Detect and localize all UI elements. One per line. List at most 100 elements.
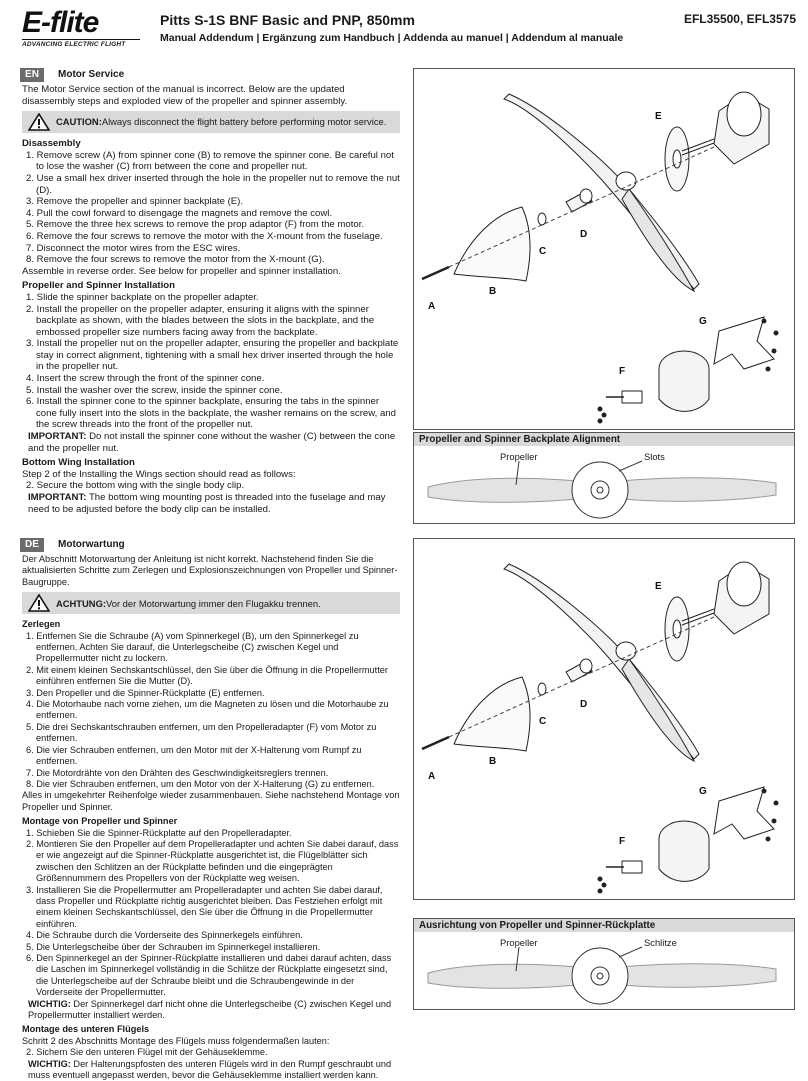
washer	[537, 682, 547, 696]
disassembly-list-de: 1. Entfernen Sie die Schraube (A) vom Sp…	[22, 631, 400, 791]
part-label-a: A	[428, 771, 435, 782]
x-mount	[713, 786, 775, 840]
list-item: 1. Schieben Sie die Spinner-Rückplatte a…	[26, 827, 292, 838]
alignment-box-en: Propeller and Spinner Backplate Alignmen…	[413, 432, 795, 524]
list-item: 1. Entfernen Sie die Schraube (A) vom Sp…	[26, 630, 359, 664]
propeller-blade	[621, 188, 696, 293]
list-item: 3. Installieren Sie die Propellermutter …	[26, 884, 383, 929]
exploded-view-diagram-en: A B C D E F G	[413, 68, 795, 430]
prop-steps-en: 1. Slide the spinner backplate on the pr…	[22, 292, 400, 431]
list-item: 5. Install the washer over the screw, in…	[26, 384, 283, 396]
eflite-logo: E-flite ADVANCING ELECTRIC FLIGHT	[22, 8, 162, 52]
warning-icon	[28, 113, 50, 131]
list-item: 4. Pull the cowl forward to disengage th…	[26, 207, 333, 219]
spinner-cone	[453, 676, 531, 752]
list-item: 8. Die vier Schrauben entfernen, um den …	[26, 778, 375, 789]
label-propeller-de: Propeller	[500, 937, 538, 948]
lang-badge-de: DE	[20, 538, 44, 552]
disassembly-heading-en: Disassembly	[22, 138, 81, 150]
list-item: 5. Die Unterlegscheibe über der Schraube…	[26, 941, 321, 952]
caution-text-de: Vor der Motorwartung immer den Flugakku …	[106, 597, 321, 609]
important-note-de: WICHTIG: Der Spinnerkegel darf nicht ohn…	[22, 999, 400, 1022]
list-item: 7. Die Motordrähte von den Drähten des G…	[26, 767, 329, 778]
part-label-a: A	[428, 301, 435, 312]
list-item: 4. Die Motorhaube nach vorne ziehen, um …	[26, 699, 389, 721]
important-label: WICHTIG:	[28, 1058, 71, 1069]
alignment-diagram-de	[427, 946, 777, 1005]
alignment-diagram-en	[427, 460, 777, 519]
important-note-2-de: WICHTIG: Der Halterungspfosten des unter…	[22, 1059, 400, 1081]
important-text: Der Halterungspfosten des unteren Flügel…	[28, 1058, 392, 1081]
wing-heading-en: Bottom Wing Installation	[22, 457, 135, 469]
list-item: 6. Den Spinnerkegel an der Spinner-Rückp…	[26, 953, 392, 998]
important-label: WICHTIG:	[28, 998, 71, 1009]
prop-adaptor	[621, 860, 643, 874]
reassemble-en: Assemble in reverse order. See below for…	[22, 265, 341, 277]
part-label-b: B	[489, 756, 496, 767]
list-item: 3. Install the propeller nut on the prop…	[26, 338, 399, 373]
part-label-e: E	[655, 111, 662, 122]
logo-tagline: ADVANCING ELECTRIC FLIGHT	[22, 39, 140, 48]
warning-icon	[28, 594, 50, 613]
disassembly-list-en: 1. Remove screw (A) from spinner cone (B…	[22, 150, 400, 266]
important-note-en: IMPORTANT: Do not install the spinner co…	[22, 431, 400, 454]
important-label: IMPORTANT:	[28, 492, 87, 503]
lang-badge-en: EN	[20, 68, 44, 82]
part-label-e: E	[655, 581, 662, 592]
label-slots-de: Schlitze	[644, 937, 677, 948]
en-section: EN Motor Service The Motor Service secti…	[20, 68, 400, 515]
list-item: 4. Die Schraube durch die Vorderseite de…	[26, 930, 303, 941]
wing-step-de: 2. Sichern Sie den unteren Flügel mit de…	[26, 1047, 268, 1058]
wing-intro-en: Step 2 of the Installing the Wings secti…	[22, 468, 296, 480]
list-item: 4. Insert the screw through the front of…	[26, 373, 265, 385]
alignment-box-de: Ausrichtung von Propeller und Spinner-Rü…	[413, 918, 795, 1010]
list-item: 2. Use a small hex driver inserted throu…	[26, 172, 400, 196]
list-item: 5. Remove the three hex screws to remove…	[26, 219, 365, 231]
prop-heading-de: Montage von Propeller und Spinner	[22, 816, 178, 827]
caution-text-en: Always disconnect the flight battery bef…	[101, 116, 387, 128]
product-codes: EFL35500, EFL3575	[683, 12, 796, 26]
part-label-c: C	[539, 246, 546, 257]
part-label-c: C	[539, 716, 546, 727]
spinner-cone	[453, 206, 531, 282]
prop-heading-en: Propeller and Spinner Installation	[22, 280, 175, 292]
section-title-de: Motorwartung	[58, 539, 125, 551]
page-title: Pitts S-1S BNF Basic and PNP, 850mm	[160, 12, 415, 28]
wing-heading-de: Montage des unteren Flügels	[22, 1024, 150, 1035]
list-item: 6. Install the spinner cone to the spinn…	[26, 396, 396, 431]
exploded-view-diagram-de: A B C D E F G	[413, 538, 795, 900]
disassembly-heading-de: Zerlegen	[22, 619, 61, 630]
list-item: 7. Disconnect the motor wires from the E…	[26, 242, 241, 254]
caution-box-de: ACHTUNG: Vor der Motorwartung immer den …	[22, 592, 400, 615]
caution-label-en: CAUTION:	[56, 116, 102, 128]
screw	[421, 735, 450, 751]
part-label-f: F	[619, 836, 625, 847]
important-label: IMPORTANT:	[28, 431, 87, 443]
section-title-en: Motor Service	[58, 69, 125, 81]
intro-de: Der Abschnitt Motorwartung der Anleitung…	[22, 554, 398, 587]
alignment-title-de: Ausrichtung von Propeller und Spinner-Rü…	[414, 919, 794, 932]
reassemble-de: Alles in umgekehrter Reihenfolge wieder …	[22, 790, 400, 812]
screw	[421, 265, 450, 281]
washer	[537, 212, 547, 226]
part-label-f: F	[619, 366, 625, 377]
wing-intro-de: Schritt 2 des Abschnitts Montage des Flü…	[22, 1035, 330, 1046]
part-label-g: G	[699, 316, 707, 327]
propeller-blade	[598, 963, 777, 988]
list-item: 3. Remove the propeller and spinner back…	[26, 196, 244, 208]
logo-wordmark: E-flite	[22, 6, 99, 39]
list-item: 1. Remove screw (A) from spinner cone (B…	[26, 149, 394, 173]
intro-en: The Motor Service section of the manual …	[22, 84, 348, 107]
x-mount	[713, 316, 775, 370]
important-text: Do not install the spinner cone without …	[28, 431, 396, 454]
part-label-g: G	[699, 786, 707, 797]
part-label-d: D	[580, 699, 587, 710]
list-item: 6. Remove the four screws to remove the …	[26, 230, 383, 242]
list-item: 2. Mit einem kleinen Sechskantschlüssel,…	[26, 664, 388, 687]
de-section: DE Motorwartung Der Abschnitt Motorwartu…	[20, 538, 400, 1081]
prop-steps-de: 1. Schieben Sie die Spinner-Rückplatte a…	[22, 828, 400, 999]
alignment-title-en: Propeller and Spinner Backplate Alignmen…	[414, 433, 794, 446]
wing-step-en: 2. Secure the bottom wing with the singl…	[26, 480, 245, 492]
important-text: The bottom wing mounting post is threade…	[28, 492, 386, 515]
important-text: Der Spinnerkegel darf nicht ohne die Unt…	[28, 998, 392, 1021]
